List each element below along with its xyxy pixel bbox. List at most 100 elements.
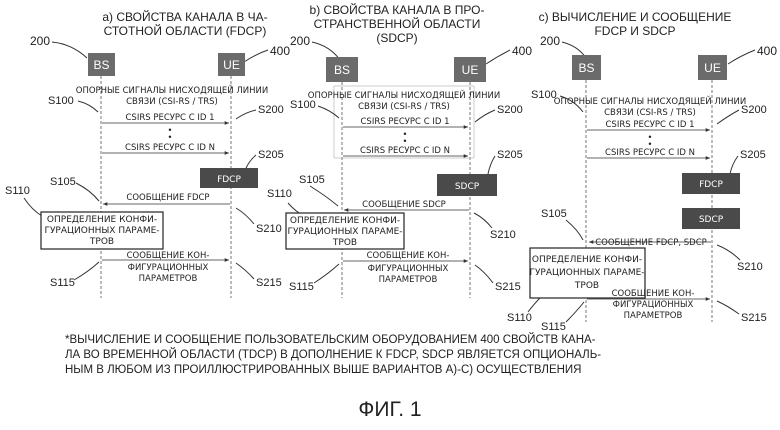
panel-c-s200-leader	[717, 110, 739, 124]
panel-a-ref-signals-line1: ОПОРНЫЕ СИГНАЛЫ НИСХОДЯЩЕЙ ЛИНИИ	[76, 84, 268, 96]
panel-b: b) СВОЙСТВА КАНАЛА В ПРО- СТРАНСТВЕННОЙ …	[267, 2, 532, 298]
panel-c-resource-last: CSIRS РЕСУРС C ID N	[605, 148, 695, 158]
panel-c-s105-leader	[566, 220, 583, 240]
panel-c-step-s110: S110	[507, 312, 532, 324]
panel-b-ue-leader	[486, 50, 510, 64]
panel-a-ue-leader	[244, 50, 268, 62]
panel-c-resource-first: CSIRS РЕСУРС C ID 1	[605, 120, 694, 130]
panel-a-step-s205: S205	[258, 149, 284, 161]
panel-b-s200-leader	[475, 110, 495, 122]
panel-c-s205-leader	[730, 156, 738, 174]
panel-b-bs-label: BS	[334, 63, 350, 77]
panel-b-report-msg: СООБЩЕНИЕ SDCP	[362, 200, 446, 210]
panel-c-s215-leader	[717, 301, 739, 314]
panel-c-ue-label: UE	[704, 61, 721, 75]
panel-a-step-s105: S105	[50, 176, 76, 188]
footnote: *ВЫЧИСЛЕНИЕ И СООБЩЕНИЕ ПОЛЬЗОВАТЕЛЬСКИМ…	[65, 333, 725, 378]
panel-b-config-msg-line1: СООБЩЕНИЕ КОН-	[367, 251, 450, 261]
panel-a-step-s110: S110	[5, 185, 30, 197]
panel-b-ue-label: UE	[462, 63, 479, 77]
panel-b-config-box-line1: ОПРЕДЕЛЕНИЕ КОНФИ-	[290, 216, 400, 226]
panel-a-step-s100: S100	[48, 95, 74, 107]
panel-c-ref-signals-line2: СВЯЗИ (CSI-RS / TRS)	[604, 108, 696, 118]
panel-c-config-msg-line1: СООБЩЕНИЕ КОН-	[612, 289, 695, 299]
panel-b-property-box-label: SDCP	[455, 182, 480, 192]
panel-a-step-s215: S215	[256, 277, 282, 289]
panel-a-config-box-line1: ОПРЕДЕЛЕНИЕ КОНФИ-	[47, 215, 157, 225]
panel-b-config-box-line3: ТРОВ	[332, 238, 357, 248]
panel-c-s115-leader	[566, 302, 584, 322]
panel-a-title-line1: a) СВОЙСТВА КАНАЛА В ЧА-	[102, 9, 267, 24]
panel-b-config-msg-line3: ПАРАМЕТРОВ	[379, 275, 438, 285]
panel-b-step-s200: S200	[497, 104, 523, 116]
panel-b-step-s115: S115	[289, 281, 314, 293]
panel-c-step-s210: S210	[737, 261, 763, 273]
panel-b-step-s210: S210	[490, 229, 516, 241]
panel-a-resource-first: CSIRS РЕСУРС C ID 1	[125, 113, 214, 123]
panel-b-step-s100: S100	[290, 99, 316, 111]
panel-b-step-s205: S205	[497, 149, 523, 161]
panel-c-s210-leader	[717, 245, 740, 260]
panel-b-title-line2: СТРАНСТВЕННОЙ ОБЛАСТИ	[314, 16, 481, 31]
panel-b-s100-leader	[318, 106, 339, 118]
footnote-line: *ВЫЧИСЛЕНИЕ И СООБЩЕНИЕ ПОЛЬЗОВАТЕЛЬСКИМ…	[65, 333, 725, 348]
panel-c-config-box-line3: ТРОВ	[574, 281, 599, 291]
panel-b-s115-leader	[314, 264, 339, 283]
panel-b-ellipsis-2: •	[403, 136, 406, 146]
panel-a-config-msg-line3: ПАРАМЕТРОВ	[139, 274, 198, 284]
panel-c-title-line1: c) ВЫЧИСЛЕНИЕ И СООБЩЕНИЕ	[539, 10, 732, 24]
panel-c-ue-leader	[728, 50, 755, 64]
figure-label: ФИГ. 1	[0, 398, 780, 422]
panel-c-ue-ref: 400	[757, 44, 777, 58]
panel-a-s200-leader	[236, 110, 256, 119]
panel-b-config-msg-line2: ФИГУРАЦИОННЫХ	[368, 264, 449, 274]
panel-b-ue-ref: 400	[512, 44, 532, 58]
panel-a-config-box-line3: ТРОВ	[89, 237, 114, 247]
panel-a-ref-signals-line2: СВЯЗИ (CSI-RS / TRS)	[126, 97, 218, 107]
footnote-line: НЫМ В ЛЮБОМ ИЗ ПРОИЛЛЮСТРИРОВАННЫХ ВЫШЕ …	[65, 363, 725, 378]
panel-c-step-s105: S105	[541, 208, 567, 220]
panel-c-property-box-sdcp-label: SDCP	[699, 215, 724, 225]
panel-a-bs-ref: 200	[30, 34, 50, 48]
panel-b-s205-leader	[488, 156, 495, 174]
panel-c-config-msg-line3: ПАРАМЕТРОВ	[624, 311, 683, 321]
panel-a-step-s210: S210	[256, 223, 282, 235]
panel-a-s100-leader	[78, 101, 98, 112]
panel-c-step-s100: S100	[531, 89, 557, 101]
panel-c-step-s200: S200	[741, 104, 767, 116]
panel-a-s210-leader	[236, 208, 254, 224]
panel-a-property-box-label: FDCP	[217, 175, 241, 185]
panel-b-config-box-line2: ГУРАЦИОННЫХ ПАРАМЕ-	[287, 227, 402, 237]
panel-a-resource-last: CSIRS РЕСУРС C ID N	[125, 143, 215, 153]
panel-b-step-s110: S110	[267, 188, 292, 200]
panel-c-config-box-line2: ГУРАЦИОННЫХ ПАРАМЕ-	[529, 268, 644, 278]
panel-c-property-box-fdcp-label: FDCP	[699, 180, 723, 190]
panel-a-title-line2: СТОТНОЙ ОБЛАСТИ (FDCP)	[104, 23, 267, 38]
panel-c-step-s215: S215	[741, 312, 767, 324]
panel-a-bs-leader	[52, 42, 87, 58]
panel-a-report-msg: СООБЩЕНИЕ FDCP	[126, 193, 209, 203]
panel-c-s110-leader	[528, 298, 540, 312]
panel-a-config-msg-line2: ФИГУРАЦИОННЫХ	[128, 263, 209, 273]
panel-a-ue-ref: 400	[270, 44, 290, 58]
panel-a-bs-label: BS	[93, 58, 109, 72]
panel-b-title-line3: (SDCP)	[376, 31, 417, 45]
panel-a-s215-leader	[236, 263, 254, 279]
panel-b-step-s105: S105	[299, 174, 325, 186]
panel-c-config-msg-line2: ФИГУРАЦИОННЫХ	[613, 300, 694, 310]
panel-c-step-s115: S115	[541, 321, 566, 333]
panel-a-config-msg-line1: СООБЩЕНИЕ КОН-	[127, 251, 210, 261]
panel-b-s105-leader	[310, 186, 338, 206]
panel-b-s215-leader	[475, 265, 493, 283]
panel-b-resource-first: CSIRS РЕСУРС C ID 1	[360, 117, 449, 127]
panel-a-config-box-line2: ГУРАЦИОННЫХ ПАРАМЕ-	[44, 226, 159, 236]
panel-a-s115-leader	[74, 262, 99, 280]
panel-a: a) СВОЙСТВА КАНАЛА В ЧА- СТОТНОЙ ОБЛАСТИ…	[5, 9, 290, 298]
panel-b-step-s215: S215	[495, 281, 521, 293]
panel-b-title-line1: b) СВОЙСТВА КАНАЛА В ПРО-	[310, 2, 485, 17]
panel-a-ellipsis-2: •	[168, 132, 171, 142]
panel-a-s105-leader	[76, 183, 99, 201]
panel-b-s210-leader	[474, 213, 492, 228]
panel-a-s205-leader	[246, 155, 256, 168]
panel-c-title-line2: FDCP И SDCP	[594, 24, 675, 38]
